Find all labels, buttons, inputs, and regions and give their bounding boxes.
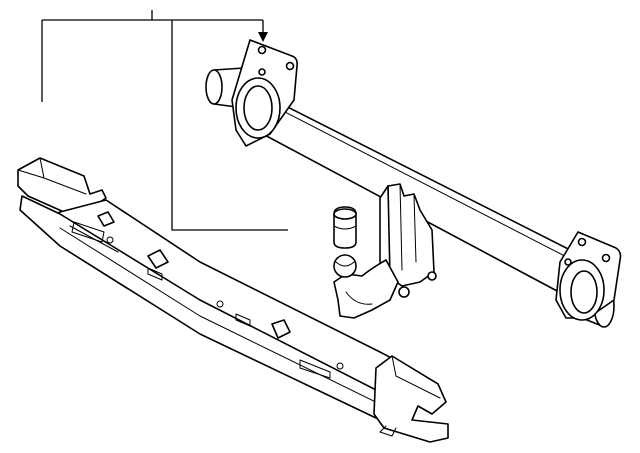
ball-cap: [333, 206, 357, 249]
bolt-hole-icon: [257, 45, 267, 55]
arrow-head-icon: [258, 32, 268, 42]
bolt-hole-icon: [577, 237, 587, 247]
bolt-icon: [427, 271, 437, 281]
bolt-hole-icon: [285, 61, 295, 71]
tow-ball-mount: [333, 183, 437, 319]
hitch-bracket-plate-right: [555, 231, 622, 321]
hitch-bracket-plate-left: [231, 39, 298, 147]
bolt-hole-icon: [258, 68, 266, 76]
callout-leader-lines: [41, 10, 288, 231]
bumper-reinforcement-beam: [17, 157, 449, 443]
bolt-icon: [398, 286, 410, 298]
bolt-hole-icon: [601, 253, 611, 263]
bolt-hole-icon: [564, 258, 572, 266]
